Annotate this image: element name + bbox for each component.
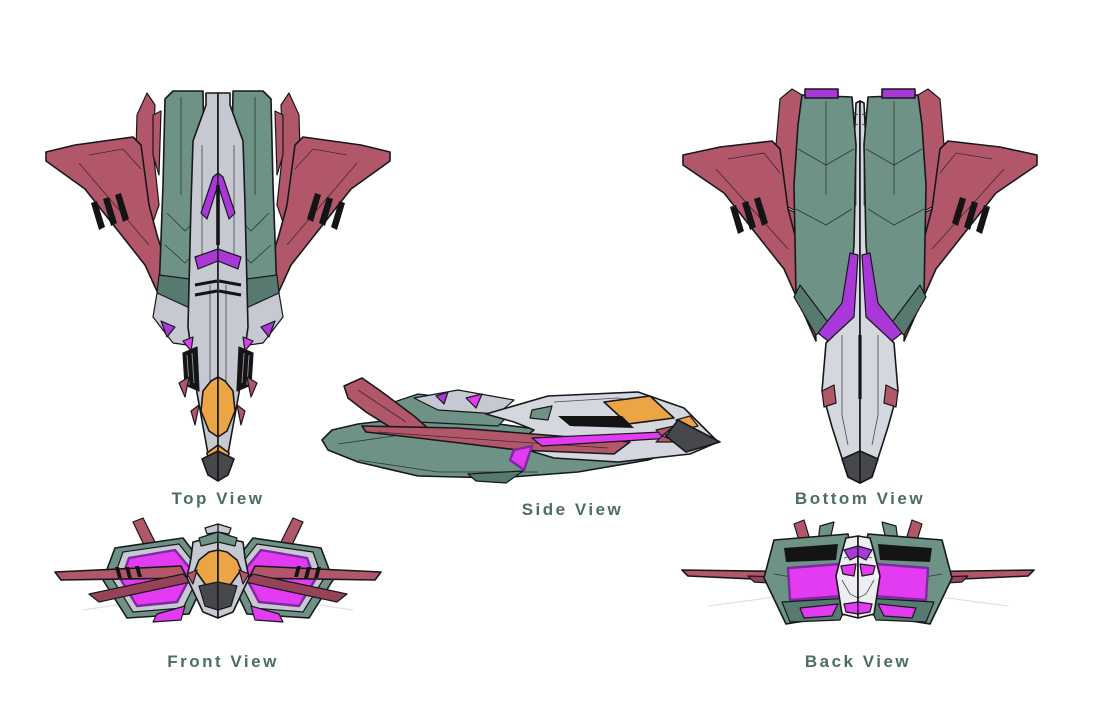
back-view-drawing	[680, 518, 1036, 626]
bottom-view-figure: Bottom View	[680, 85, 1040, 508]
top-view-figure: Top View	[45, 85, 391, 508]
bottom-view-label: Bottom View	[794, 489, 926, 508]
front-view-figure: Front View	[53, 514, 383, 671]
top-view-drawing	[45, 89, 391, 483]
side-view-drawing	[321, 377, 721, 484]
side-view-label: Side View	[521, 500, 624, 519]
top-view-label: Top View	[171, 489, 265, 508]
bottom-view-drawing	[682, 88, 1038, 484]
back-view-figure: Back View	[678, 514, 1038, 671]
side-view-figure: Side View	[318, 374, 723, 519]
front-view-label: Front View	[167, 652, 279, 671]
front-view-drawing	[53, 516, 383, 624]
back-view-label: Back View	[804, 652, 912, 671]
